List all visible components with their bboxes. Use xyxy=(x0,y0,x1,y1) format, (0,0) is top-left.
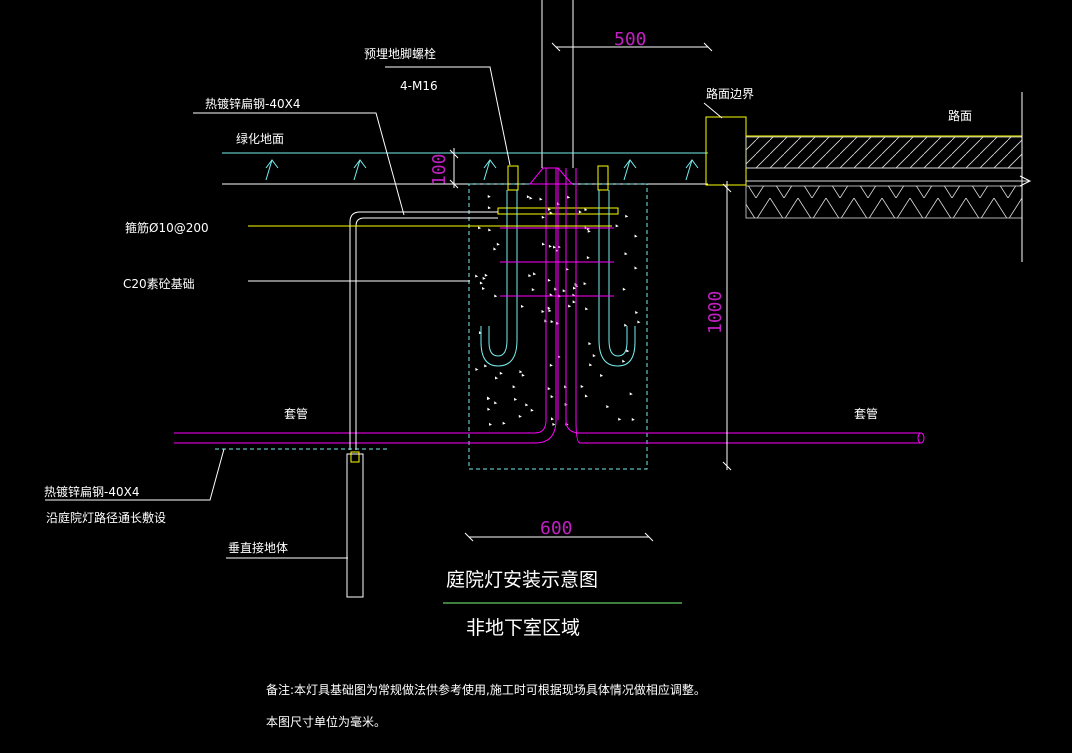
vertical-ground-electrode xyxy=(346,451,364,598)
road-edge-label: 路面边界 xyxy=(706,86,754,101)
leader-lines xyxy=(45,66,723,559)
flat-steel-note-label: 沿庭院灯路径通长敷设 xyxy=(46,510,166,525)
road-section xyxy=(705,92,1032,262)
dim-bottom: 600 xyxy=(540,518,573,539)
road-label: 路面 xyxy=(948,108,972,123)
concrete-label: C20素砼基础 xyxy=(123,277,195,291)
green-ground-label: 绿化地面 xyxy=(236,131,284,146)
note-line-1: 备注:本灯具基础图为常规做法供参考使用,施工时可根据现场具体情况做相应调整。 xyxy=(266,682,706,697)
anchor-bolt-left xyxy=(480,165,519,367)
note-line-2: 本图尺寸单位为毫米。 xyxy=(266,714,386,729)
anchor-bolt-right xyxy=(597,165,636,367)
lamp-pole xyxy=(541,0,574,168)
ground-level-lines xyxy=(222,152,708,185)
drawing-title: 庭院灯安装示意图 xyxy=(446,569,598,591)
rebar-label: 箍筋Ø10@200 xyxy=(125,220,209,235)
anchor-bolt-label: 预埋地脚螺栓 xyxy=(364,46,436,61)
flat-steel-bottom-label: 热镀锌扁钢-40X4 xyxy=(44,485,139,499)
conduit-left-label: 套管 xyxy=(284,406,308,421)
dim-depth-large: 1000 xyxy=(705,291,726,334)
grounding-flat-steel xyxy=(215,211,498,450)
vertical-ground-label: 垂直接地体 xyxy=(228,540,288,555)
drawing-subtitle: 非地下室区域 xyxy=(466,617,580,639)
conduit-right-label: 套管 xyxy=(854,406,878,421)
base-plate xyxy=(497,167,619,420)
concrete-foundation xyxy=(468,183,648,470)
anchor-bolt-spec-label: 4-M16 xyxy=(400,79,438,93)
conduit xyxy=(174,168,925,444)
flat-steel-top-label: 热镀锌扁钢-40X4 xyxy=(205,97,300,111)
dimension-lines xyxy=(449,42,732,542)
stirrups xyxy=(500,227,614,297)
dim-top: 500 xyxy=(614,29,647,50)
dim-depth-small: 100 xyxy=(429,153,450,186)
